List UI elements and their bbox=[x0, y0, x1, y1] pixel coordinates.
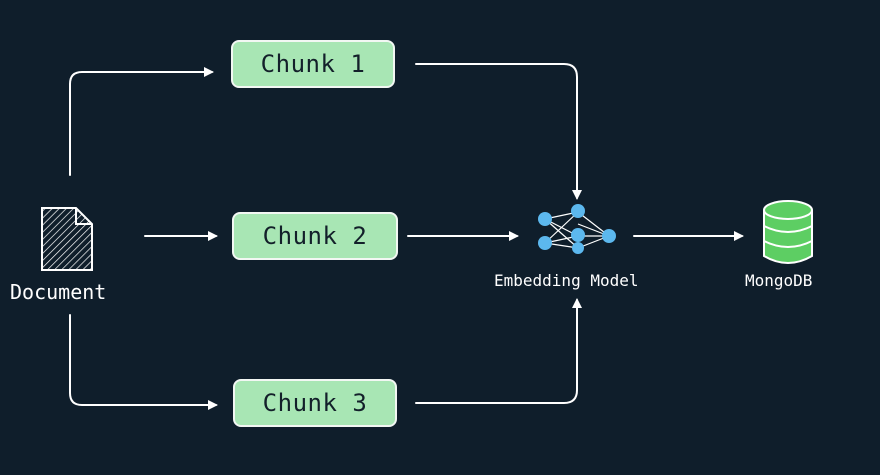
chunk-1-box: Chunk 1 bbox=[231, 40, 395, 88]
embedding-model-label: Embedding Model bbox=[494, 271, 639, 290]
database-icon bbox=[763, 200, 813, 264]
document-icon bbox=[41, 207, 93, 271]
arrow-doc-to-chunk-1 bbox=[69, 67, 214, 176]
arrow-doc-to-chunk-3 bbox=[69, 314, 218, 410]
chunk-3-box: Chunk 3 bbox=[233, 379, 397, 427]
document-label: Document bbox=[10, 280, 107, 304]
neural-network-icon bbox=[538, 204, 616, 254]
mongodb-label: MongoDB bbox=[745, 271, 813, 290]
arrow-chunk-3-to-model bbox=[415, 298, 582, 404]
arrow-chunk-1-to-model bbox=[415, 63, 582, 200]
chunk-2-box: Chunk 2 bbox=[232, 212, 398, 260]
